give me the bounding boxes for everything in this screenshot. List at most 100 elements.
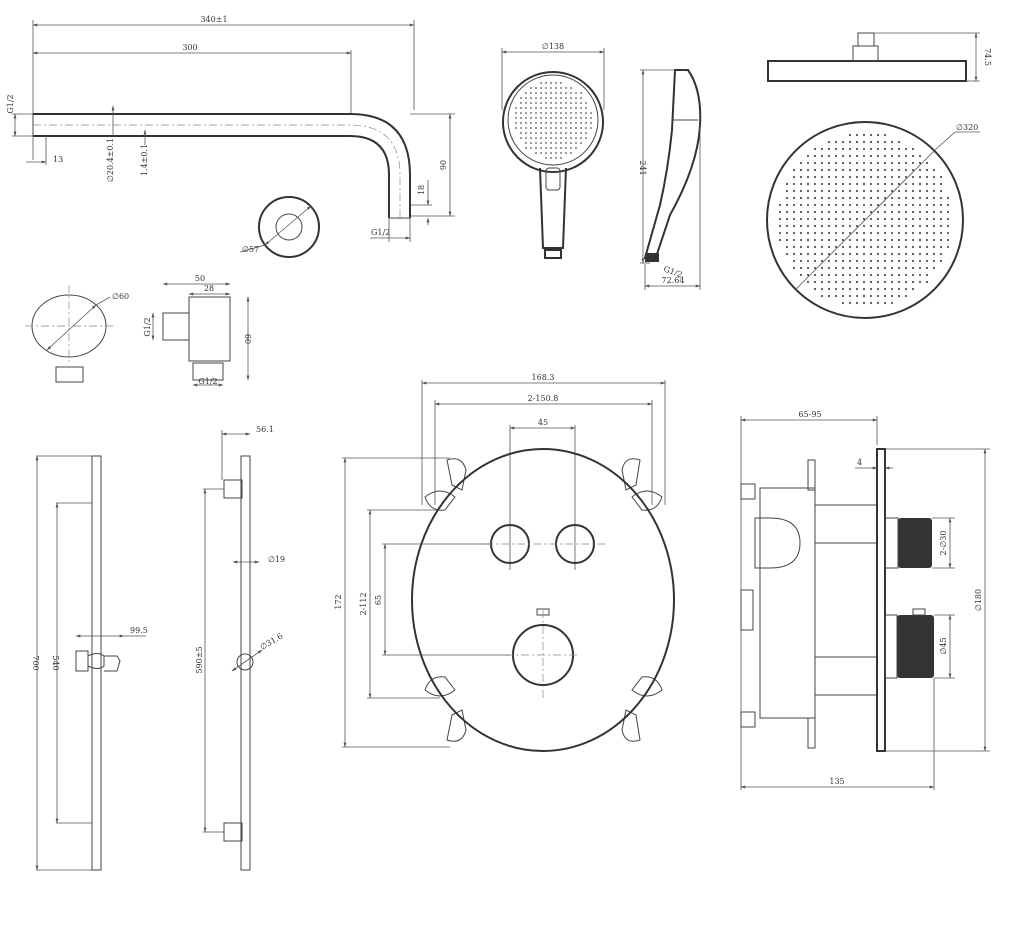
nozzle-dot <box>535 147 537 149</box>
nozzle-dot <box>535 87 537 89</box>
nozzle-dot <box>820 196 824 200</box>
nozzle-dot <box>841 175 845 179</box>
nozzle-dot <box>575 147 577 149</box>
nozzle-dot <box>904 273 908 277</box>
nozzle-dot <box>869 280 873 284</box>
nozzle-dot <box>834 140 838 144</box>
nozzle-dot <box>813 154 817 158</box>
nozzle-dot <box>862 252 866 256</box>
nozzle-dot <box>862 259 866 263</box>
nozzle-dot <box>848 161 852 165</box>
hand-shower-side-outline <box>643 69 702 262</box>
nozzle-dot <box>580 107 582 109</box>
hand-shower-button <box>545 167 561 191</box>
nozzle-dot <box>530 142 532 144</box>
nozzle-dot <box>540 102 542 104</box>
nozzle-dot <box>925 259 929 263</box>
nozzle-dot <box>575 122 577 124</box>
nozzle-dot <box>545 82 547 84</box>
nozzle-dot <box>904 280 908 284</box>
nozzle-dot <box>946 196 950 200</box>
nozzle-dot <box>876 182 880 186</box>
nozzle-dot <box>848 287 852 291</box>
nozzle-dot <box>876 252 880 256</box>
label-hand-shower-length: 241 <box>638 160 647 175</box>
nozzle-dot <box>897 245 901 249</box>
nozzle-dot <box>848 280 852 284</box>
mixer-side-knob <box>897 615 934 678</box>
nozzle-dot <box>883 238 887 242</box>
nozzle-dot <box>535 137 537 139</box>
nozzle-dot <box>792 182 796 186</box>
nozzle-dot <box>535 122 537 124</box>
nozzle-dot <box>575 132 577 134</box>
nozzle-dot <box>939 238 943 242</box>
nozzle-dot <box>848 147 852 151</box>
nozzle-dot <box>570 142 572 144</box>
nozzle-dot <box>904 210 908 214</box>
nozzle-dot <box>855 273 859 277</box>
nozzle-dot <box>560 147 562 149</box>
nozzle-dot <box>876 245 880 249</box>
nozzle-dot <box>827 224 831 228</box>
nozzle-dot <box>799 224 803 228</box>
nozzle-dot <box>813 196 817 200</box>
nozzle-dot <box>792 203 796 207</box>
nozzle-dot <box>869 147 873 151</box>
nozzle-dot <box>848 210 852 214</box>
nozzle-dot <box>834 266 838 270</box>
nozzle-dot <box>827 189 831 193</box>
nozzle-dot <box>590 112 592 114</box>
nozzle-dot <box>848 301 852 305</box>
nozzle-dot <box>560 122 562 124</box>
nozzle-dot <box>813 147 817 151</box>
nozzle-dot <box>545 127 547 129</box>
nozzle-dot <box>876 266 880 270</box>
nozzle-dot <box>904 238 908 242</box>
nozzle-dot <box>792 210 796 214</box>
nozzle-dot <box>565 147 567 149</box>
nozzle-dot <box>785 238 789 242</box>
nozzle-dot <box>932 210 936 214</box>
nozzle-dot <box>869 189 873 193</box>
nozzle-dot <box>785 245 789 249</box>
nozzle-dot <box>834 287 838 291</box>
mixer-side-button <box>898 518 932 568</box>
nozzle-dot <box>848 182 852 186</box>
nozzle-dot <box>778 203 782 207</box>
nozzle-dot <box>550 152 552 154</box>
nozzle-dot <box>862 273 866 277</box>
nozzle-dot <box>545 92 547 94</box>
nozzle-dot <box>799 189 803 193</box>
nozzle-dot <box>925 203 929 207</box>
nozzle-dot <box>897 140 901 144</box>
nozzle-dot <box>813 280 817 284</box>
nozzle-dot <box>555 92 557 94</box>
nozzle-dot <box>550 117 552 119</box>
nozzle-dot <box>883 217 887 221</box>
nozzle-dot <box>946 231 950 235</box>
nozzle-dot <box>918 245 922 249</box>
nozzle-dot <box>883 189 887 193</box>
nozzle-dot <box>806 245 810 249</box>
nozzle-dot <box>869 294 873 298</box>
nozzle-dot <box>545 122 547 124</box>
nozzle-dot <box>806 210 810 214</box>
nozzle-dot <box>890 266 894 270</box>
nozzle-dot <box>841 252 845 256</box>
nozzle-dot <box>862 210 866 214</box>
nozzle-dot <box>911 189 915 193</box>
label-rail-fixing-distance: 590±5 <box>195 646 204 673</box>
nozzle-dot <box>848 224 852 228</box>
nozzle-dot <box>841 231 845 235</box>
nozzle-dot <box>550 137 552 139</box>
nozzle-dot <box>799 231 803 235</box>
nozzle-dot <box>585 122 587 124</box>
nozzle-dot <box>540 82 542 84</box>
nozzle-dot <box>869 217 873 221</box>
nozzle-dot <box>560 117 562 119</box>
nozzle-dot <box>939 182 943 186</box>
nozzle-dot <box>841 224 845 228</box>
nozzle-dot <box>530 87 532 89</box>
nozzle-dot <box>883 133 887 137</box>
